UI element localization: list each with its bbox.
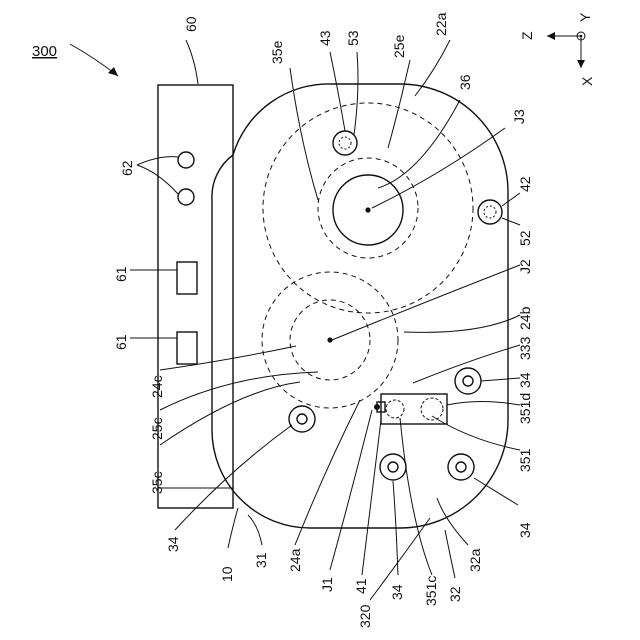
label-351d: 351d: [517, 393, 533, 424]
component-61-a: [177, 262, 197, 294]
screw-hole-34-d: [448, 454, 474, 480]
label-52: 52: [517, 230, 533, 246]
axes-indicator: [547, 32, 585, 68]
label-43: 43: [317, 30, 333, 46]
label-320: 320: [357, 604, 373, 628]
label-53: 53: [345, 30, 361, 46]
label-35c: 35c: [149, 471, 165, 494]
label-42: 42: [517, 176, 533, 192]
label-34-a: 34: [517, 372, 533, 388]
boss-43: [339, 137, 351, 149]
label-J1: J1: [319, 577, 335, 592]
label-32a: 32a: [467, 548, 483, 572]
reference-labels: 60 62 61 61 35e 43 53 25e 22a 36 J3 42 5…: [113, 12, 533, 628]
boss-52: [478, 200, 502, 224]
label-61-b: 61: [113, 334, 129, 350]
label-351c: 351c: [423, 576, 439, 606]
hole-62-b: [178, 189, 194, 205]
label-25c: 25c: [149, 417, 165, 440]
boss-42: [484, 206, 496, 218]
axis-x-label: X: [579, 76, 595, 86]
hole-62-a: [178, 152, 194, 168]
label-61-a: 61: [113, 266, 129, 282]
ref-label-300: 300: [32, 43, 57, 60]
housing-outline: [212, 84, 508, 528]
sensor-351c: [386, 400, 404, 418]
arrowhead-300: [108, 67, 118, 76]
label-34-c: 34: [389, 584, 405, 600]
label-10: 10: [219, 566, 235, 582]
axis-point-J3: [365, 207, 370, 212]
label-J3: J3: [511, 109, 527, 124]
label-333: 333: [517, 336, 533, 360]
boss-53: [333, 131, 357, 155]
label-32: 32: [447, 586, 463, 602]
component-61-b: [177, 332, 197, 364]
label-36: 36: [457, 74, 473, 90]
board-60: [158, 85, 233, 508]
axis-z-label: Z: [519, 31, 535, 40]
label-24b: 24b: [517, 306, 533, 330]
label-60: 60: [183, 16, 199, 32]
label-351: 351: [517, 448, 533, 472]
label-35e: 35e: [269, 40, 285, 64]
screw-hole-34-a: [455, 368, 481, 394]
label-41: 41: [353, 578, 369, 594]
label-24a: 24a: [287, 548, 303, 572]
axis-point-J1: [374, 404, 380, 410]
label-34-d: 34: [517, 522, 533, 538]
screw-hole-34-b: [289, 406, 315, 432]
screw-hole-34-c: [380, 454, 406, 480]
sensor-351d: [421, 398, 443, 420]
axis-y-label: Y: [577, 12, 593, 22]
label-25e: 25e: [391, 34, 407, 58]
axis-point-J2: [327, 337, 332, 342]
label-31: 31: [253, 552, 269, 568]
label-22a: 22a: [433, 12, 449, 36]
label-62: 62: [119, 160, 135, 176]
label-24c: 24c: [149, 375, 165, 398]
label-34-b: 34: [165, 536, 181, 552]
label-J2: J2: [517, 259, 533, 274]
leader-lines: [130, 40, 520, 600]
